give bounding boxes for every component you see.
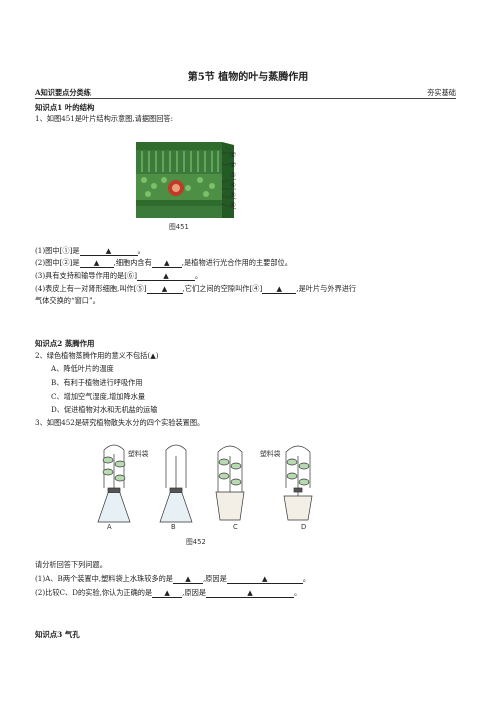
fig452-letter-c: C: [233, 523, 238, 531]
kp1-heading: 知识点1 叶的结构: [35, 103, 95, 112]
fig452-bag-label-1: 塑料袋: [128, 450, 149, 458]
fig452-bag-label-2: 塑料袋: [260, 450, 281, 458]
fig451-label-3: ③: [230, 171, 236, 179]
section-right-label: 夯实基础: [427, 88, 456, 97]
fig451-label-2: ②: [230, 161, 236, 169]
answer-blank[interactable]: ▲: [137, 272, 196, 281]
answer-blank[interactable]: ▲: [79, 259, 114, 268]
option-a[interactable]: A、降低叶片的温度: [51, 364, 114, 373]
transpiration-setup-figure: [97, 444, 313, 523]
answer-blank[interactable]: ▲: [226, 575, 303, 584]
leaf-structure-figure: [136, 142, 234, 218]
answer-blank[interactable]: ▲: [262, 285, 297, 294]
option-c[interactable]: C、增加空气湿度,增加降水量: [51, 392, 146, 401]
kp1-sub-1: (1)图中[①]是▲。: [35, 246, 145, 256]
leaf-figure-leader-lines: [222, 152, 237, 210]
answer-blank[interactable]: ▲: [172, 575, 203, 584]
fig451-label-5: ⑤: [230, 191, 236, 199]
question-1: 1、如图451是叶片结构示意图,请据图回答:: [35, 114, 173, 123]
fig451-caption: 图451: [169, 223, 189, 231]
option-d[interactable]: D、促进植物对水和无机盐的运输: [51, 405, 158, 414]
answer-blank[interactable]: ▲: [146, 285, 183, 294]
section-label: A知识要点分类练: [35, 88, 91, 97]
page-title: 第5节 植物的叶与蒸腾作用: [187, 72, 309, 83]
kp1-sub-3: (3)具有支持和输导作用的是[⑥]▲。: [35, 271, 203, 281]
answer-blank[interactable]: ▲: [152, 589, 183, 598]
fig452-caption: 图452: [186, 538, 206, 546]
header-rule: [35, 98, 456, 99]
question-2: 2、绿色植物蒸腾作用的意义不包括(▲): [35, 351, 159, 360]
q3-intro: 请分析回答下列问题。: [35, 560, 107, 569]
kp1-sub-4: (4)表皮上有一对肾形细胞,叫作[⑤]▲,它们之间的空隙叫作[④]▲,是叶片与外…: [35, 284, 357, 294]
fig452-letter-a: A: [107, 523, 112, 531]
option-b[interactable]: B、有利于植物进行呼吸作用: [51, 378, 143, 387]
question-3: 3、如图452是研究植物散失水分的四个实验装置图。: [35, 418, 205, 427]
fig452-letter-b: B: [171, 523, 176, 531]
kp2-heading: 知识点2 蒸腾作用: [35, 339, 95, 348]
q3-sub-1: (1)A、B两个装置中,塑料袋上水珠较多的是▲,原因是▲。: [35, 574, 311, 584]
kp1-sub-4-line2: 气体交换的“窗口”。: [35, 296, 100, 305]
fig451-label-4: ④: [230, 181, 236, 189]
fig451-label-6: ⑥: [230, 201, 236, 209]
fig451-label-1: ①: [230, 151, 236, 159]
answer-blank[interactable]: ▲: [79, 247, 138, 256]
answer-blank[interactable]: ▲: [206, 589, 295, 598]
kp3-heading: 知识点3 气孔: [35, 630, 80, 639]
answer-blank[interactable]: ▲: [151, 259, 182, 268]
fig452-letter-d: D: [301, 523, 307, 531]
q3-sub-2: (2)比较C、D的实验,你认为正确的是▲,原因是▲。: [35, 588, 302, 598]
kp1-sub-2: (2)图中[②]是▲,细胞内含有▲,是植物进行光合作用的主要部位。: [35, 258, 292, 268]
